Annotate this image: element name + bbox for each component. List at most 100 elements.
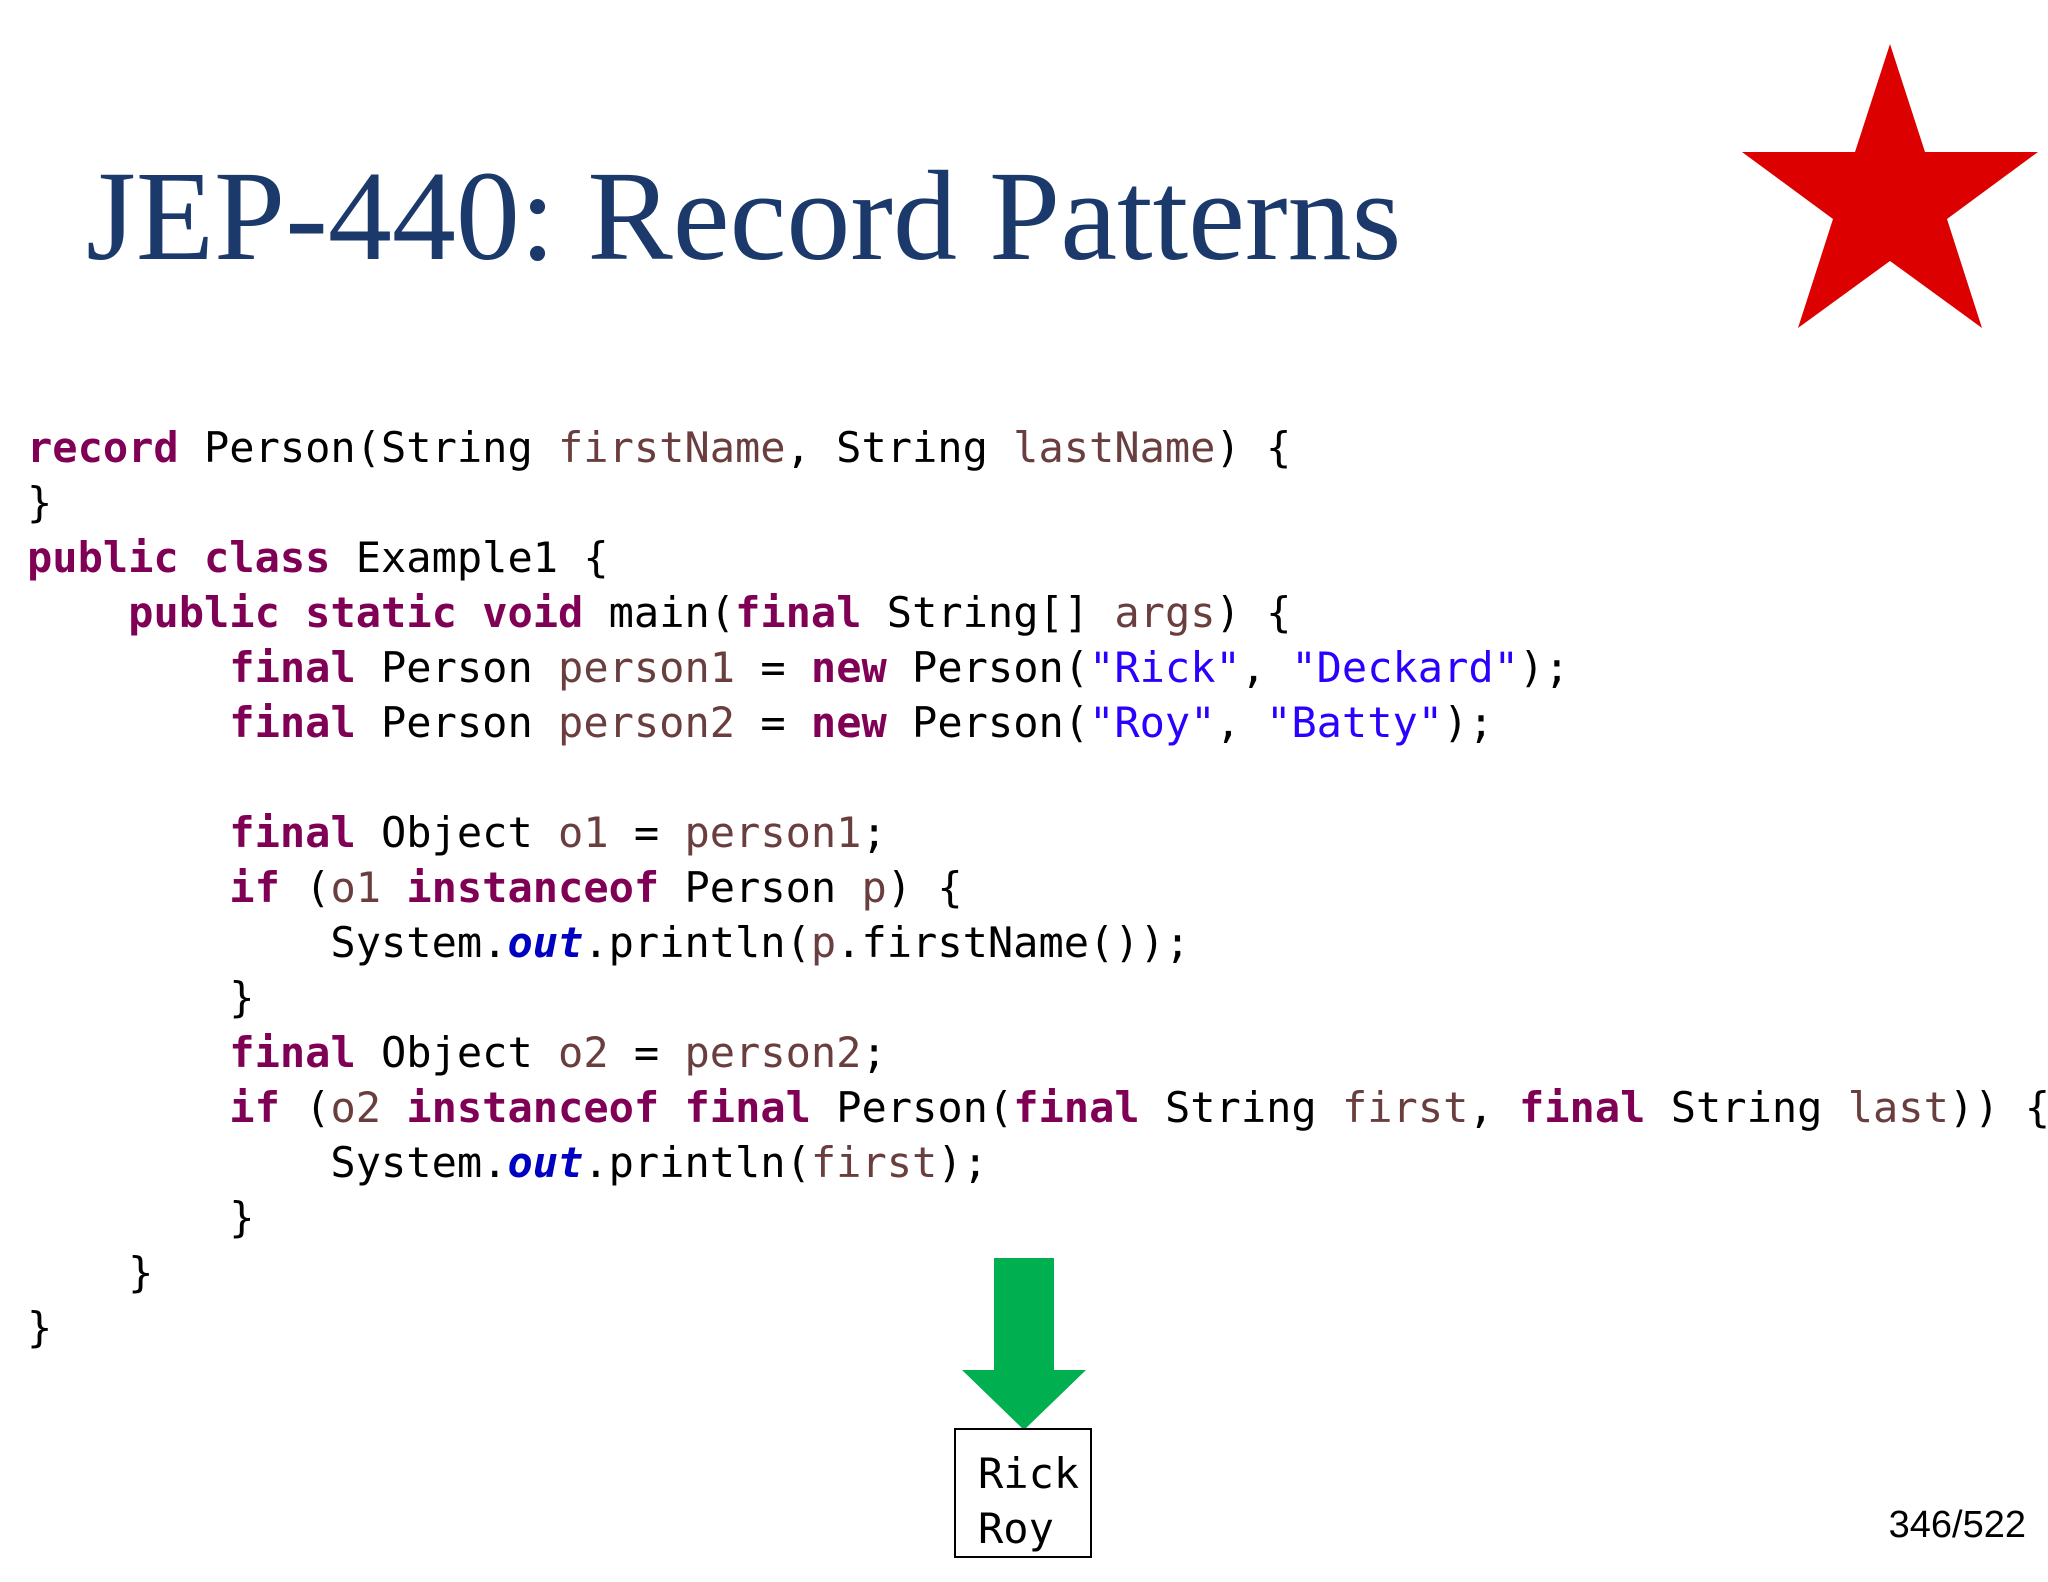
code-text: (	[279, 1083, 331, 1132]
code-text	[381, 863, 406, 912]
code-text	[27, 643, 229, 692]
code-text: )) {	[1948, 1083, 2048, 1132]
code-text: }	[27, 973, 255, 1022]
code-keyword: void	[482, 588, 584, 637]
code-text: Person(	[886, 698, 1090, 747]
code-text: }	[27, 1303, 53, 1352]
code-text: );	[1443, 698, 1494, 747]
code-text	[27, 808, 229, 857]
code-text: =	[735, 643, 811, 692]
code-text	[27, 1083, 229, 1132]
code-keyword: public	[128, 588, 280, 637]
code-text: Example1 {	[330, 533, 609, 582]
code-keyword: final	[229, 808, 356, 857]
code-string: "Batty"	[1266, 698, 1444, 747]
code-variable: first	[810, 1138, 938, 1187]
code-text	[659, 1083, 684, 1132]
code-string: "Rick"	[1089, 643, 1241, 692]
star-shape	[1742, 44, 2038, 328]
code-line: }	[27, 1300, 2048, 1355]
code-text	[27, 1028, 229, 1077]
code-line: }	[27, 1190, 2048, 1245]
star-icon	[1742, 44, 2038, 328]
code-variable: o2	[558, 1028, 609, 1077]
code-text	[27, 588, 128, 637]
code-text: }	[27, 478, 53, 527]
code-keyword: if	[229, 863, 280, 912]
code-variable: first	[1341, 1083, 1469, 1132]
code-keyword: new	[810, 643, 887, 692]
code-text: Person	[659, 863, 862, 912]
code-text: .firstName());	[836, 918, 1191, 967]
code-variable: firstName	[558, 423, 786, 472]
code-keyword: public	[27, 533, 179, 582]
code-text: .println(	[583, 918, 811, 967]
code-variable: o1	[330, 863, 382, 912]
code-variable: lastName	[1013, 423, 1216, 472]
code-keyword: new	[810, 698, 887, 747]
code-text: String[]	[861, 588, 1115, 637]
code-keyword: final	[684, 1083, 811, 1132]
code-text: , String	[785, 423, 1014, 472]
code-line: }	[27, 475, 2048, 530]
code-keyword: final	[1013, 1083, 1140, 1132]
output-line-1: Rick	[978, 1449, 1080, 1498]
code-text: ;	[861, 1028, 887, 1077]
code-text: ) {	[1215, 588, 1292, 637]
code-text: ) {	[886, 863, 963, 912]
slide-title: JEP-440: Record Patterns	[86, 145, 1402, 287]
code-text: ,	[1240, 643, 1292, 692]
code-text: main(	[583, 588, 736, 637]
code-text: Person	[355, 643, 559, 692]
code-text: .println(	[583, 1138, 811, 1187]
code-line: public static void main(final String[] a…	[27, 585, 2048, 640]
code-keyword: static	[305, 588, 457, 637]
down-arrow-icon	[962, 1258, 1086, 1430]
code-keyword: final	[735, 588, 862, 637]
code-text	[27, 863, 229, 912]
page-number: 346/522	[1888, 1504, 2026, 1546]
code-text: Person(	[886, 643, 1090, 692]
code-text: =	[608, 808, 685, 857]
code-keyword: if	[229, 1083, 280, 1132]
code-block: record Person(String firstName, String l…	[27, 420, 2048, 1355]
code-text: System.	[27, 1138, 508, 1187]
code-keyword: final	[229, 698, 356, 747]
code-line: if (o1 instanceof Person p) {	[27, 860, 2048, 915]
code-variable: p	[810, 918, 837, 967]
code-line: }	[27, 1245, 2048, 1300]
code-line: if (o2 instanceof final Person(final Str…	[27, 1080, 2048, 1135]
code-variable: o1	[558, 808, 609, 857]
code-text	[381, 1083, 406, 1132]
code-text: ) {	[1215, 423, 1292, 472]
code-text: String	[1139, 1083, 1342, 1132]
code-text: Object	[355, 808, 559, 857]
code-text: );	[937, 1138, 988, 1187]
code-line: final Person person1 = new Person("Rick"…	[27, 640, 2048, 695]
code-text	[27, 698, 229, 747]
code-text: System.	[27, 918, 508, 967]
code-variable: args	[1114, 588, 1216, 637]
code-keyword: class	[204, 533, 331, 582]
code-text: Person(	[810, 1083, 1014, 1132]
code-line: System.out.println(p.firstName());	[27, 915, 2048, 970]
code-variable: o2	[330, 1083, 382, 1132]
code-text: ;	[861, 808, 887, 857]
code-keyword: final	[229, 643, 356, 692]
output-line-2: Roy	[978, 1504, 1054, 1553]
code-text: ,	[1468, 1083, 1519, 1132]
code-text: }	[27, 1193, 255, 1242]
code-keyword: final	[229, 1028, 356, 1077]
code-text: ,	[1215, 698, 1267, 747]
code-text: =	[608, 1028, 685, 1077]
code-text: Object	[355, 1028, 559, 1077]
code-field: out	[507, 918, 584, 967]
code-line: final Object o1 = person1;	[27, 805, 2048, 860]
code-text: (	[279, 863, 331, 912]
code-text	[280, 588, 305, 637]
code-variable: person2	[558, 698, 736, 747]
code-variable: last	[1847, 1083, 1949, 1132]
code-variable: person1	[684, 808, 862, 857]
code-line: System.out.println(first);	[27, 1135, 2048, 1190]
code-keyword: instanceof	[406, 863, 660, 912]
